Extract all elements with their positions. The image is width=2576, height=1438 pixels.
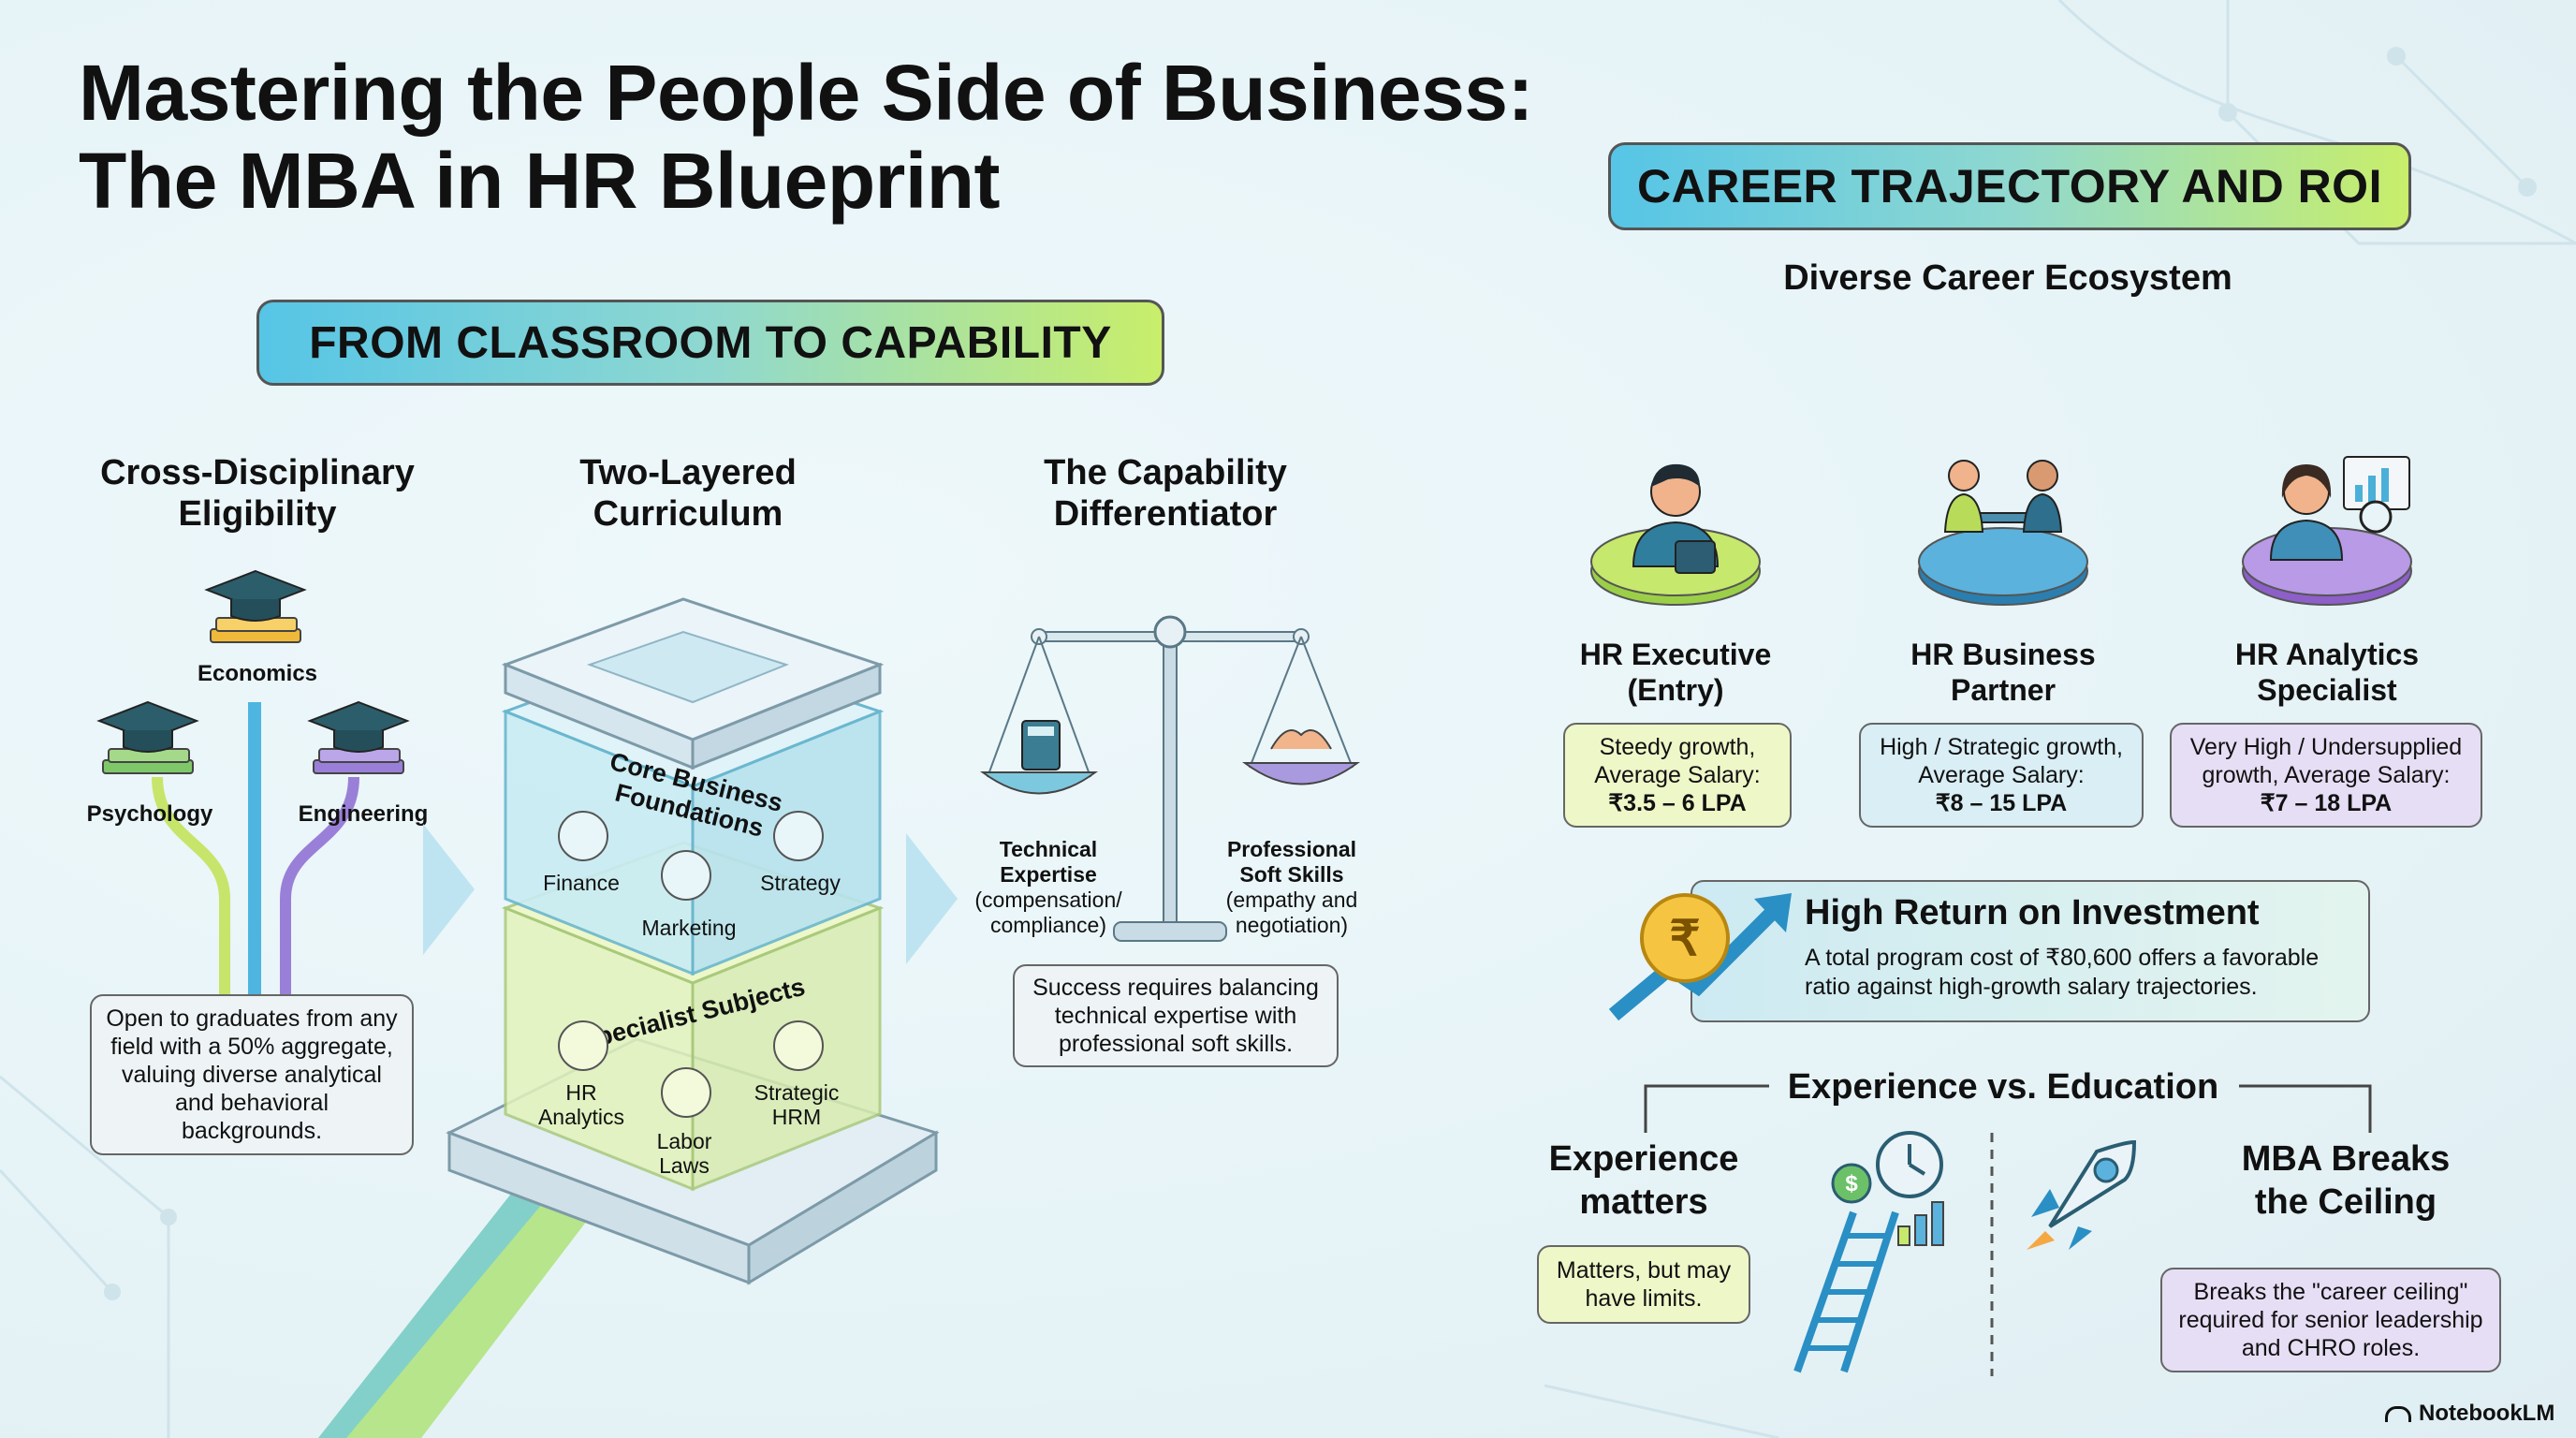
svg-text:₹: ₹ bbox=[1669, 912, 1700, 966]
hr-analytics-specialist-icon bbox=[2242, 456, 2412, 606]
field-engineering: Engineering bbox=[298, 801, 429, 827]
graduation-cap-icon bbox=[204, 569, 307, 643]
specialist-item-labor-laws: Labor Laws bbox=[656, 1129, 712, 1179]
role-salary: ₹8 – 15 LPA bbox=[1935, 790, 2068, 816]
role-salary: ₹3.5 – 6 LPA bbox=[1608, 790, 1747, 816]
analytics-chart-icon bbox=[558, 1020, 608, 1071]
curriculum-heading-line1: Two-Layered bbox=[579, 453, 797, 492]
role-title-hr-business-partner: HR Business Partner bbox=[1910, 638, 2096, 708]
notebooklm-logo-icon bbox=[2385, 1405, 2411, 1422]
core-item-finance: Finance bbox=[543, 871, 620, 895]
field-psychology: Psychology bbox=[86, 801, 213, 827]
eligibility-streams-graphic bbox=[96, 569, 410, 1002]
rocket-icon bbox=[2027, 1139, 2137, 1250]
org-chart-icon bbox=[773, 1020, 824, 1071]
role-title-hr-analytics: HR Analytics Specialist bbox=[2234, 638, 2420, 708]
role-box-hr-executive: Steedy growth, Average Salary: ₹3.5 – 6 … bbox=[1563, 723, 1792, 828]
ecosystem-heading: Diverse Career Ecosystem bbox=[1783, 258, 2232, 298]
role-avg-label: Average Salary: bbox=[1594, 762, 1761, 788]
role-box-hr-analytics: Very High / Undersupplied growth, Averag… bbox=[2170, 723, 2482, 828]
experience-right-title: MBA Breaks the Ceiling bbox=[2241, 1139, 2451, 1222]
experience-right-note: Breaks the "career ceiling" required for… bbox=[2160, 1268, 2501, 1372]
role-growth: Very High / Undersupplied bbox=[2189, 734, 2463, 760]
handshake-icon bbox=[1270, 729, 1332, 750]
specialist-item-hr-analytics: HR Analytics bbox=[537, 1080, 625, 1130]
flow-arrow-icon bbox=[423, 824, 475, 955]
experience-left-note: Matters, but may have limits. bbox=[1537, 1245, 1750, 1324]
roi-box bbox=[1690, 880, 2370, 1022]
branding: NotebookLM bbox=[2385, 1401, 2569, 1427]
technical-expertise-label: Technical Expertise (compensation/ compl… bbox=[964, 837, 1133, 939]
roi-heading: High Return on Investment bbox=[1805, 893, 2260, 932]
role-avg-label: Average Salary: bbox=[1918, 762, 2085, 788]
page-title: Mastering the People Side of Business: T… bbox=[79, 49, 1534, 226]
balance-scale-icon bbox=[979, 615, 1361, 942]
eligibility-heading: Cross-Disciplinary Eligibility bbox=[75, 453, 440, 535]
right-section-banner: CAREER TRAJECTORY AND ROI bbox=[1608, 142, 2411, 230]
roi-text: A total program cost of ₹80,600 offers a… bbox=[1805, 945, 2320, 1001]
title-line-2: The MBA in HR Blueprint bbox=[79, 137, 1001, 226]
ladder-growth-icon: $ bbox=[1793, 1131, 1944, 1373]
experience-left-title: Experience matters bbox=[1548, 1139, 1739, 1222]
core-item-marketing: Marketing bbox=[641, 916, 737, 940]
capability-heading: The Capability Differentiator bbox=[992, 453, 1339, 535]
technical-expertise-sub: (compensation/ compliance) bbox=[974, 888, 1122, 938]
branding-label: NotebookLM bbox=[2419, 1401, 2555, 1426]
soft-skills-sub: (empathy and negotiation) bbox=[1225, 888, 1358, 938]
specialist-item-strategic-hrm: Strategic HRM bbox=[754, 1080, 840, 1130]
psychology-stream bbox=[152, 776, 230, 1002]
strategy-icon bbox=[773, 811, 824, 861]
document-search-icon bbox=[661, 1067, 711, 1118]
engineering-stream bbox=[280, 776, 359, 1002]
rupee-coin-icon: ₹ bbox=[1608, 893, 1792, 1021]
curriculum-heading-line2: Curriculum bbox=[593, 493, 783, 534]
eligibility-heading-line1: Cross-Disciplinary bbox=[100, 453, 415, 492]
experience-heading: Experience vs. Education bbox=[1787, 1067, 2219, 1107]
title-line-1: Mastering the People Side of Business: bbox=[79, 49, 1534, 137]
technical-expertise-title: Technical Expertise bbox=[999, 837, 1098, 888]
calculator-icon bbox=[1021, 720, 1061, 770]
role-growth: Steedy growth, bbox=[1599, 734, 1756, 760]
hr-business-partner-icon bbox=[1918, 460, 2088, 606]
experience-bracket bbox=[1644, 1084, 2372, 1376]
graduation-cap-icon bbox=[96, 700, 199, 774]
role-box-hr-business-partner: High / Strategic growth, Average Salary:… bbox=[1859, 723, 2144, 828]
core-item-strategy: Strategy bbox=[760, 871, 841, 895]
role-salary: ₹7 – 18 LPA bbox=[2260, 790, 2393, 816]
soft-skills-label: Professional Soft Skills (empathy and ne… bbox=[1208, 837, 1376, 939]
finance-icon bbox=[558, 811, 608, 861]
eligibility-heading-line2: Eligibility bbox=[178, 493, 337, 534]
eligibility-note: Open to graduates from any field with a … bbox=[90, 994, 414, 1155]
curriculum-tower-graphic bbox=[318, 597, 940, 1438]
curriculum-heading: Two-Layered Curriculum bbox=[524, 453, 852, 535]
capability-heading-line1: The Capability bbox=[1044, 453, 1287, 492]
flow-arrow-icon bbox=[906, 833, 958, 964]
soft-skills-title: Professional Soft Skills bbox=[1226, 837, 1357, 888]
svg-text:$: $ bbox=[1845, 1171, 1858, 1196]
left-section-banner: FROM CLASSROOM TO CAPABILITY bbox=[256, 300, 1164, 386]
capability-note: Success requires balancing technical exp… bbox=[1013, 964, 1339, 1067]
capability-heading-line2: Differentiator bbox=[1053, 493, 1278, 534]
graduation-cap-icon bbox=[307, 700, 410, 774]
megaphone-icon bbox=[661, 850, 711, 901]
hr-executive-icon bbox=[1590, 463, 1761, 606]
field-economics: Economics bbox=[197, 661, 318, 686]
role-growth: High / Strategic growth, bbox=[1880, 734, 2123, 760]
role-title-hr-executive: HR Executive (Entry) bbox=[1579, 638, 1772, 708]
role-avg-label: growth, Average Salary: bbox=[2202, 762, 2451, 788]
